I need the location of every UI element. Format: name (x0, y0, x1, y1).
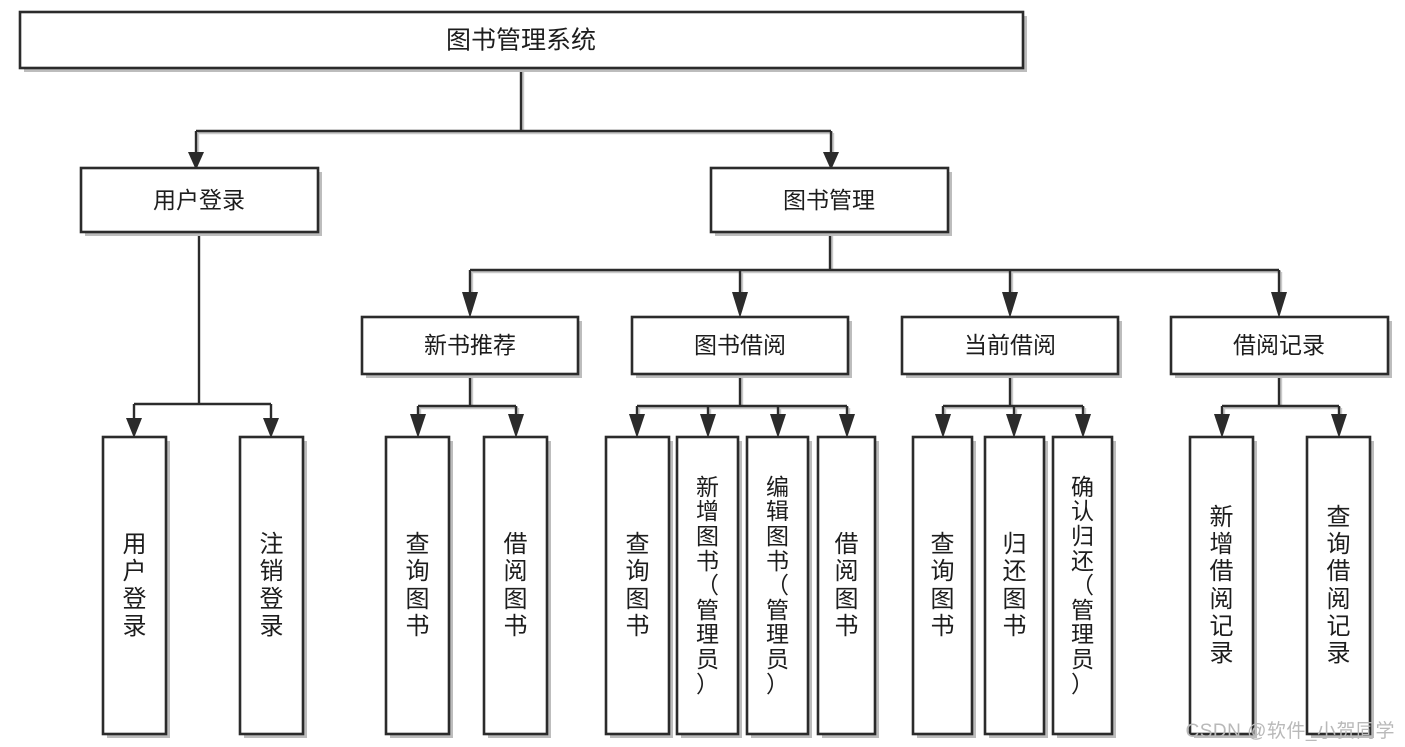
connector-borrow-record-to-leaves (1220, 374, 1341, 416)
watermark-text: CSDN @软件_小贺同学 (1185, 721, 1395, 742)
borrow-record-box (1169, 315, 1390, 376)
leaf-query-book-cur-box (911, 435, 974, 736)
root-label: 图书管理系统 (446, 27, 596, 55)
connector-shadow-borrow-record (1222, 377, 1343, 418)
leaf-query-book-borrow-box (604, 435, 671, 736)
connector-book-manage-to-level3 (468, 232, 1281, 294)
connector-current-borrow-to-leaves (941, 374, 1085, 416)
node-leaf-query-record[interactable] (1305, 435, 1374, 738)
arrow-to-leaf-user-login (126, 418, 142, 438)
leaf-logout-box (238, 435, 305, 736)
book-manage-label: 图书管理 (783, 187, 875, 213)
connector-shadow-new-book (418, 377, 520, 418)
node-leaf-return-book[interactable] (983, 435, 1048, 738)
book-manage-box (709, 166, 950, 234)
node-new-book-rec[interactable]: 新书推荐 (360, 315, 582, 378)
node-leaf-borrow-book-rec[interactable] (482, 435, 551, 738)
borrow-record-label: 借阅记录 (1233, 332, 1325, 358)
arrow-to-new-book-rec (462, 292, 478, 318)
connector-new-book-rec-to-leaves (416, 374, 518, 416)
node-leaf-user-login[interactable] (101, 435, 170, 738)
node-leaf-add-book[interactable] (675, 435, 742, 738)
arrow-to-leaf-borrow-book-rec (508, 414, 524, 438)
node-leaf-borrow-book[interactable] (816, 435, 879, 738)
arrow-to-user-login (188, 152, 204, 170)
leaf-query-record-box (1305, 435, 1372, 736)
leaf-box-group (101, 435, 1374, 738)
book-borrow-label: 图书借阅 (694, 332, 786, 358)
arrow-to-leaf-query-book-borrow (629, 414, 645, 438)
arrow-to-book-borrow (732, 292, 748, 318)
node-leaf-confirm-return[interactable] (1051, 435, 1116, 738)
connector-root-to-level2 (194, 68, 833, 154)
node-root[interactable]: 图书管理系统 (18, 10, 1027, 72)
arrow-to-leaf-add-book (700, 414, 716, 438)
node-book-manage[interactable]: 图书管理 (709, 166, 952, 236)
node-current-borrow[interactable]: 当前借阅 (900, 315, 1122, 378)
node-leaf-query-book-rec[interactable] (384, 435, 453, 738)
book-borrow-box (630, 315, 850, 376)
node-leaf-query-book-borrow[interactable] (604, 435, 673, 738)
leaf-add-record-box (1188, 435, 1255, 736)
leaf-return-book-box (983, 435, 1046, 736)
arrow-to-leaf-confirm-return (1075, 414, 1091, 438)
arrow-to-leaf-query-book-cur (935, 414, 951, 438)
leaf-borrow-book-box (816, 435, 877, 736)
arrow-to-leaf-edit-book (770, 414, 786, 438)
current-borrow-box (900, 315, 1120, 376)
leaf-user-login-box (101, 435, 168, 736)
new-book-rec-box (360, 315, 580, 376)
arrow-to-leaf-query-book-rec (410, 414, 426, 438)
arrow-to-leaf-add-record (1214, 414, 1230, 438)
node-user-login[interactable]: 用户登录 (79, 166, 322, 236)
node-leaf-edit-book[interactable] (745, 435, 812, 738)
arrow-to-leaf-borrow-book (839, 414, 855, 438)
node-leaf-logout[interactable] (238, 435, 307, 738)
leaf-confirm-return-box (1051, 435, 1114, 736)
node-leaf-query-book-cur[interactable] (911, 435, 976, 738)
node-leaf-add-record[interactable] (1188, 435, 1257, 738)
arrow-to-current-borrow (1002, 292, 1018, 318)
user-login-box (79, 166, 320, 234)
arrow-to-leaf-return-book (1006, 414, 1022, 438)
arrow-to-book-manage (823, 152, 839, 170)
arrow-to-leaf-query-record (1331, 414, 1347, 438)
leaf-query-book-rec-box (384, 435, 451, 736)
connector-shadow-book-borrow (637, 377, 851, 418)
arrow-to-leaf-logout (263, 418, 279, 438)
connector-shadow-level3 (470, 235, 1283, 296)
arrow-to-borrow-record (1271, 292, 1287, 318)
connector-shadow-root (196, 71, 835, 156)
leaf-borrow-book-rec-box (482, 435, 549, 736)
leaf-edit-book-box (745, 435, 810, 736)
node-book-borrow[interactable]: 图书借阅 (630, 315, 852, 378)
root-box (18, 10, 1025, 70)
connector-book-borrow-to-leaves (635, 374, 849, 416)
connector-group (126, 68, 1347, 438)
current-borrow-label: 当前借阅 (964, 332, 1056, 358)
node-borrow-record[interactable]: 借阅记录 (1169, 315, 1392, 378)
user-login-label: 用户登录 (153, 187, 245, 213)
leaf-add-book-box (675, 435, 740, 736)
new-book-rec-label: 新书推荐 (424, 332, 516, 358)
connector-user-login-to-leaves (132, 232, 273, 420)
